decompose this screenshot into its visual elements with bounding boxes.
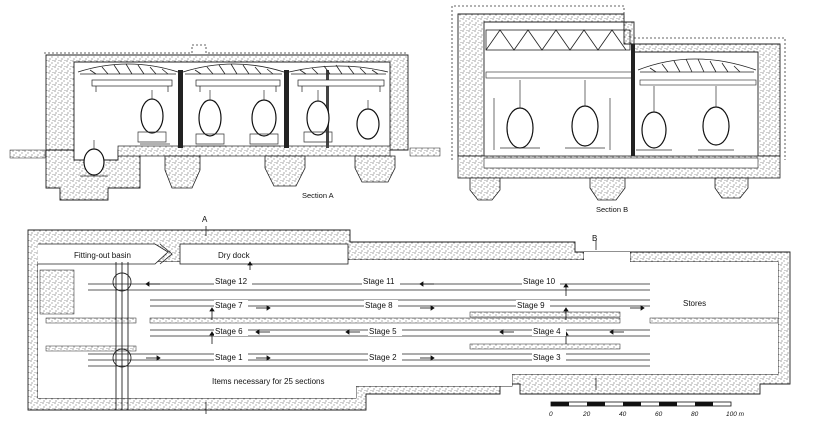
scale-tick-0: 0	[549, 411, 553, 418]
section-a-marker: A	[202, 215, 208, 224]
stage-11-label: Stage 11	[363, 277, 395, 286]
section-a-caption: Section A	[302, 191, 334, 200]
dry-dock-label: Dry dock	[218, 251, 251, 260]
stage-2-label: Stage 2	[369, 353, 397, 362]
stage-9-label: Stage 9	[517, 301, 545, 310]
stage-5-label: Stage 5	[369, 327, 397, 336]
stage-3-label: Stage 3	[533, 353, 561, 362]
section-b-marker: B	[592, 234, 597, 243]
stage-12-label: Stage 12	[215, 277, 248, 286]
plan-drawing: A B Fitting-out basin Dry dock Stores It…	[27, 215, 791, 414]
scale-tick-20: 20	[582, 411, 591, 418]
fitting-out-basin-label: Fitting-out basin	[74, 251, 131, 260]
scale-tick-100: 100 m	[726, 411, 745, 418]
stage-8-label: Stage 8	[365, 301, 393, 310]
scale-bar: 0 20 40 60 80 100 m	[549, 401, 745, 418]
stage-10-label: Stage 10	[523, 277, 556, 286]
section-a-drawing: Section A	[9, 44, 441, 201]
stores-label: Stores	[683, 299, 706, 308]
scale-tick-80: 80	[691, 411, 699, 418]
scale-tick-60: 60	[655, 411, 663, 418]
stage-7-label: Stage 7	[215, 301, 243, 310]
stage-4-label: Stage 4	[533, 327, 561, 336]
scale-tick-40: 40	[619, 411, 627, 418]
stage-6-label: Stage 6	[215, 327, 243, 336]
stage-1-label: Stage 1	[215, 353, 243, 362]
items-note: Items necessary for 25 sections	[212, 377, 325, 386]
section-b-caption: Section B	[596, 205, 628, 214]
section-b-drawing: Section B	[451, 5, 786, 214]
